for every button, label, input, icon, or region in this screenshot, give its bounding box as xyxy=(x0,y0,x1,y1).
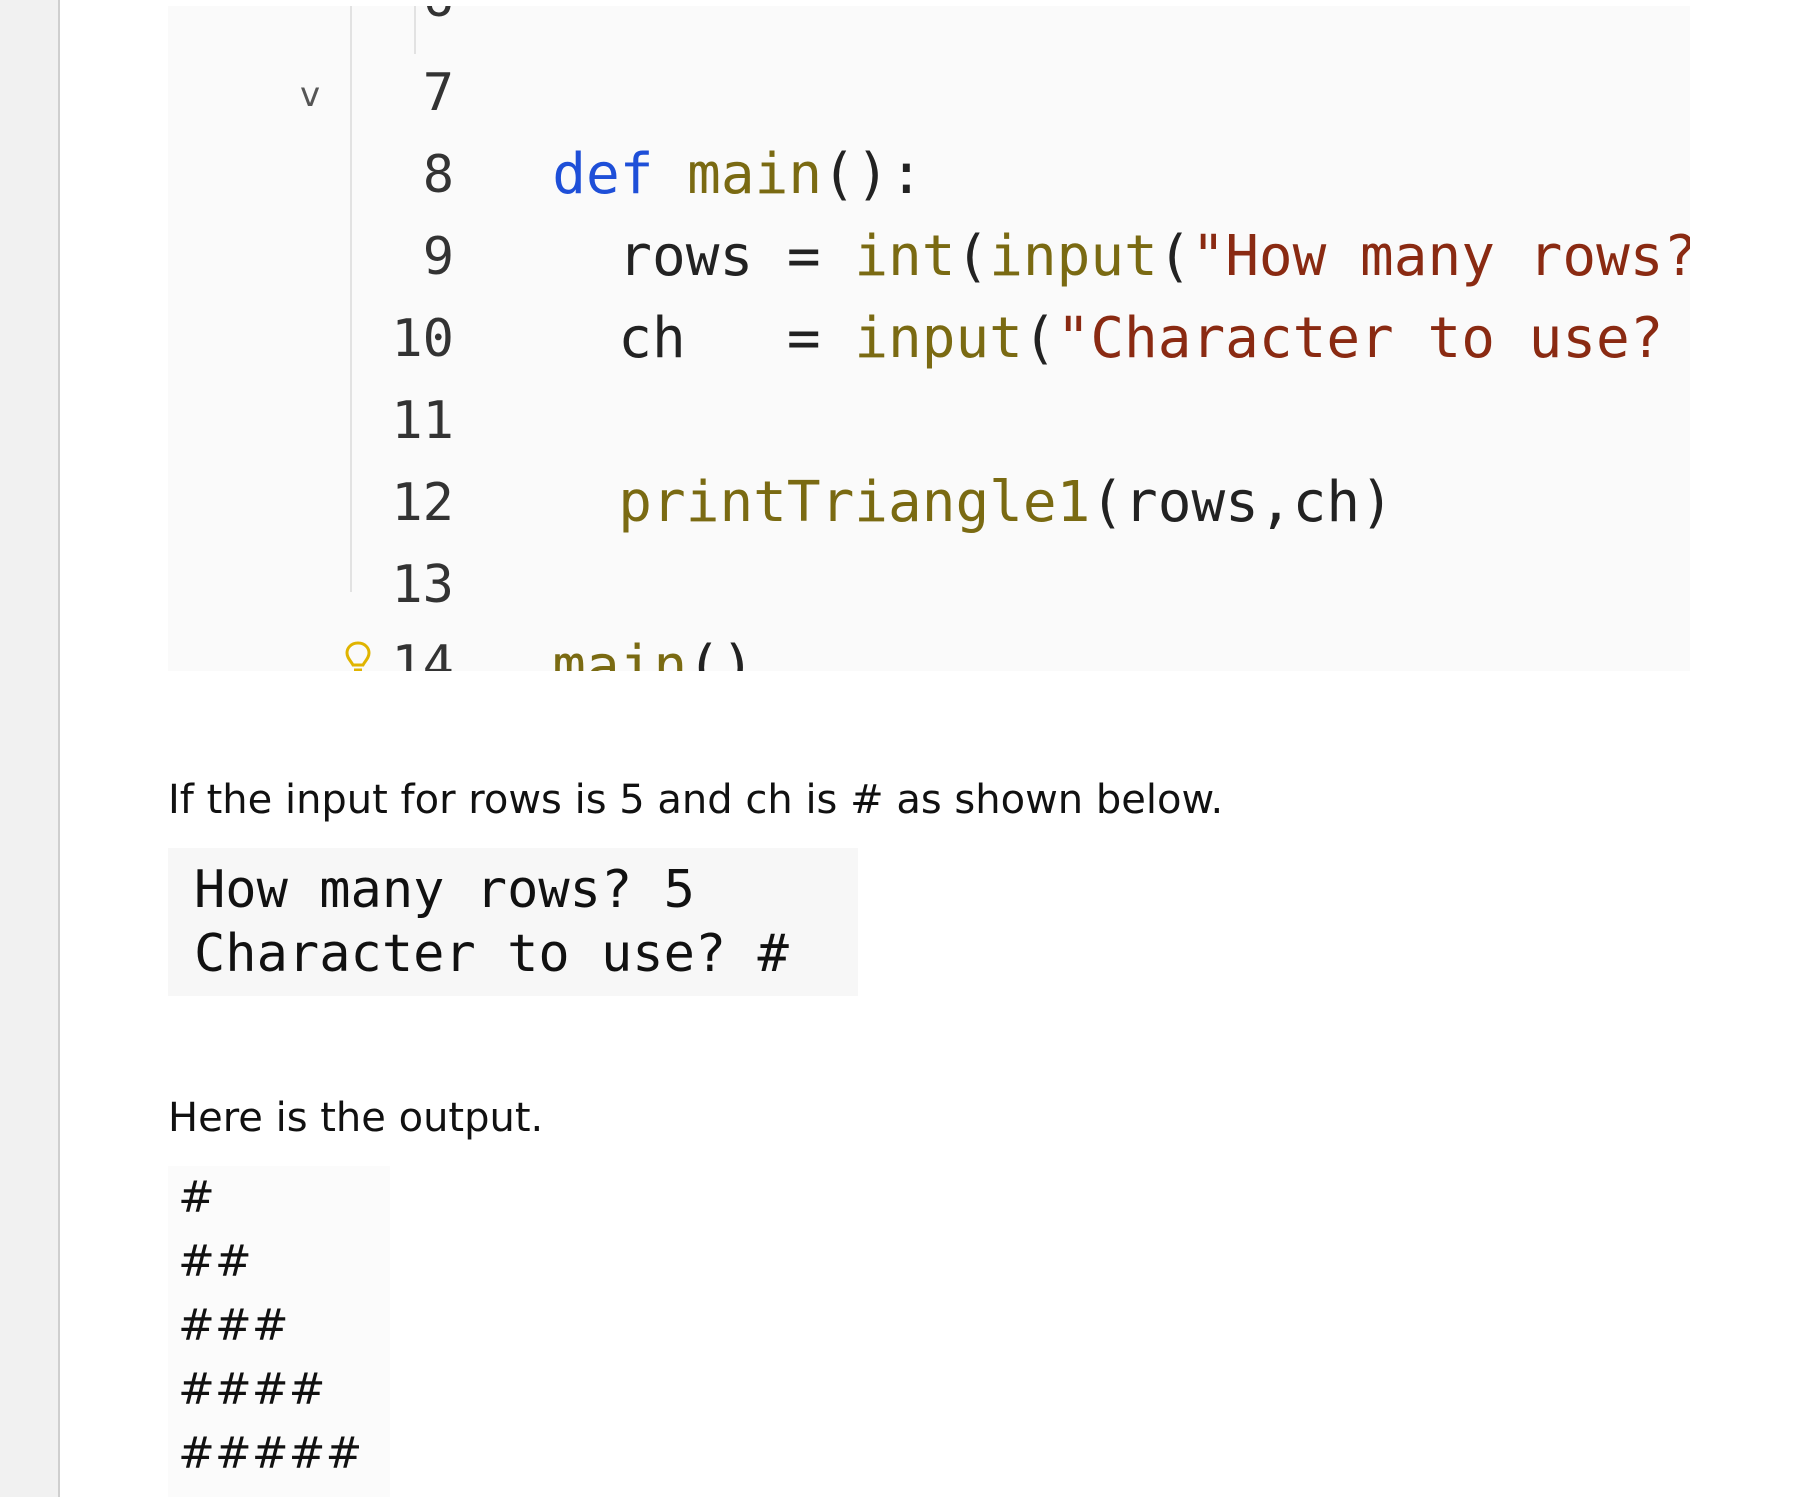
code-token: ( xyxy=(1022,306,1057,371)
code-text: rows = int(input("How many rows? ")) xyxy=(416,134,1690,289)
line-number: 8 xyxy=(422,145,454,205)
line-number: 7 xyxy=(422,63,454,123)
output-line: ### xyxy=(178,1300,289,1351)
code-line: 11 printTriangle1(rows,ch) xyxy=(168,380,1690,535)
code-editor: 6 7 v def main(): 8 rows = int(input("Ho… xyxy=(168,6,1690,671)
builtin-input: input xyxy=(854,306,1023,371)
code-token: rows = xyxy=(618,224,855,289)
output-line: ##### xyxy=(178,1428,363,1479)
code-line: 14 xyxy=(168,624,1690,671)
code-line: 9 ch = input("Character to use? ") xyxy=(168,216,1690,371)
line-number: 13 xyxy=(391,555,454,615)
output-line: # xyxy=(178,1172,215,1223)
indent-guide xyxy=(350,6,352,592)
code-text: main() xyxy=(350,544,754,671)
output-line: ## xyxy=(178,1236,252,1287)
code-line: 10 xyxy=(168,298,1690,380)
code-text: printTriangle1(rows,ch) xyxy=(416,380,1393,535)
lightbulb-icon[interactable] xyxy=(344,640,372,671)
indent-guide xyxy=(414,6,416,54)
code-token: () xyxy=(687,634,755,671)
code-token: (): xyxy=(822,142,924,207)
line-number: 11 xyxy=(391,391,454,451)
code-text: ch = input("Character to use? ") xyxy=(416,216,1690,371)
code-line: 6 xyxy=(168,6,1690,40)
code-token: ( xyxy=(955,224,990,289)
console-line: How many rows? 5 xyxy=(194,860,695,920)
line-number: 14 xyxy=(391,635,454,671)
function-name: main xyxy=(687,142,823,207)
line-number: 6 xyxy=(423,6,454,40)
page-left-margin xyxy=(0,0,60,1497)
code-line: 8 rows = int(input("How many rows? ")) xyxy=(168,134,1690,289)
chevron-down-icon[interactable]: v xyxy=(300,75,321,115)
code-token: ( xyxy=(1157,224,1192,289)
code-line: 13 main() xyxy=(168,544,1690,671)
line-number: 12 xyxy=(391,473,454,533)
keyword-def: def xyxy=(552,142,654,207)
code-token: (rows,ch) xyxy=(1090,470,1394,535)
console-line: Character to use? # xyxy=(194,924,789,984)
code-text: def main(): xyxy=(350,52,923,207)
intro-text: If the input for rows is 5 and ch is # a… xyxy=(168,777,1224,823)
code-line: 7 v def main(): xyxy=(168,52,1690,207)
output-heading: Here is the output. xyxy=(168,1095,544,1141)
string-literal: "Character to use? " xyxy=(1056,306,1690,371)
builtin-input: input xyxy=(989,224,1158,289)
function-call: main xyxy=(552,634,688,671)
builtin-int: int xyxy=(854,224,956,289)
line-number: 9 xyxy=(422,227,454,287)
console-input-example: How many rows? 5 Character to use? # xyxy=(168,848,858,996)
code-line: 12 xyxy=(168,462,1690,544)
function-call: printTriangle1 xyxy=(618,470,1091,535)
output-example: # ## ### #### ##### xyxy=(168,1166,390,1497)
code-token: ch = xyxy=(618,306,855,371)
string-literal: "How many rows? " xyxy=(1191,224,1690,289)
line-number: 10 xyxy=(391,309,454,369)
output-line: #### xyxy=(178,1364,326,1415)
